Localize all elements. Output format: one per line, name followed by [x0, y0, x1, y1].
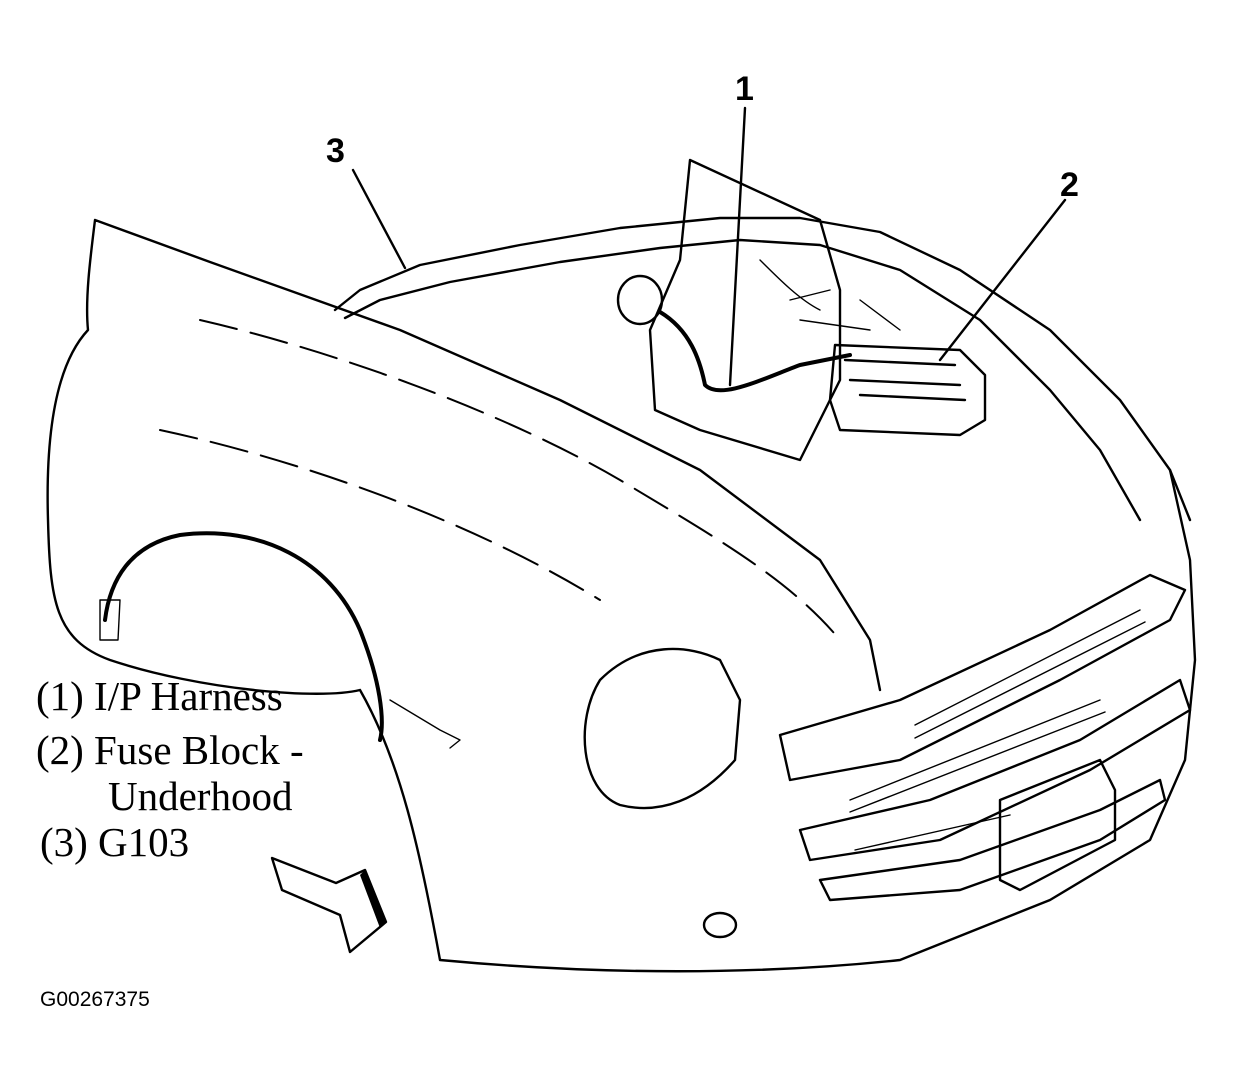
- wheel-arch-flap: [99, 599, 121, 641]
- front-arrow-icon: [270, 856, 388, 954]
- dash-panel: [648, 158, 842, 462]
- callout-1: 1: [735, 70, 754, 108]
- fog-lamp: [702, 911, 738, 939]
- headlamp: [583, 647, 742, 810]
- grille-bar-bottom: [818, 778, 1167, 902]
- leader-line-1: [728, 106, 747, 387]
- wheel-arch: [103, 531, 384, 742]
- fender-crease-lower: [159, 429, 601, 601]
- legend-item-1: (1) I/P Harness: [36, 673, 283, 719]
- side-marker: [389, 699, 461, 749]
- grille-bar-top: [778, 573, 1187, 782]
- legend-item-3: (3) G103: [40, 819, 190, 865]
- grommet: [616, 274, 664, 326]
- legend-item-2: (2) Fuse Block -: [36, 727, 304, 773]
- callout-2: 2: [1060, 166, 1079, 204]
- cowl-top: [333, 216, 1192, 522]
- ip-harness: [658, 310, 852, 393]
- fender-crease: [199, 319, 841, 641]
- cowl-inner: [343, 238, 1142, 522]
- fender-outline: [46, 218, 1197, 973]
- grille-bar-middle: [798, 678, 1192, 862]
- harness-branches: [759, 259, 901, 331]
- leader-line-2: [938, 198, 1067, 362]
- grille-mesh: [849, 609, 1146, 851]
- callout-3: 3: [326, 132, 345, 170]
- fuse-block: [828, 343, 987, 437]
- arrow-shading: [360, 870, 386, 928]
- figure-id: G00267375: [40, 988, 150, 1011]
- license-bracket: [998, 758, 1117, 892]
- legend-item-2-cont: Underhood: [108, 773, 293, 819]
- leader-line-3: [351, 168, 407, 270]
